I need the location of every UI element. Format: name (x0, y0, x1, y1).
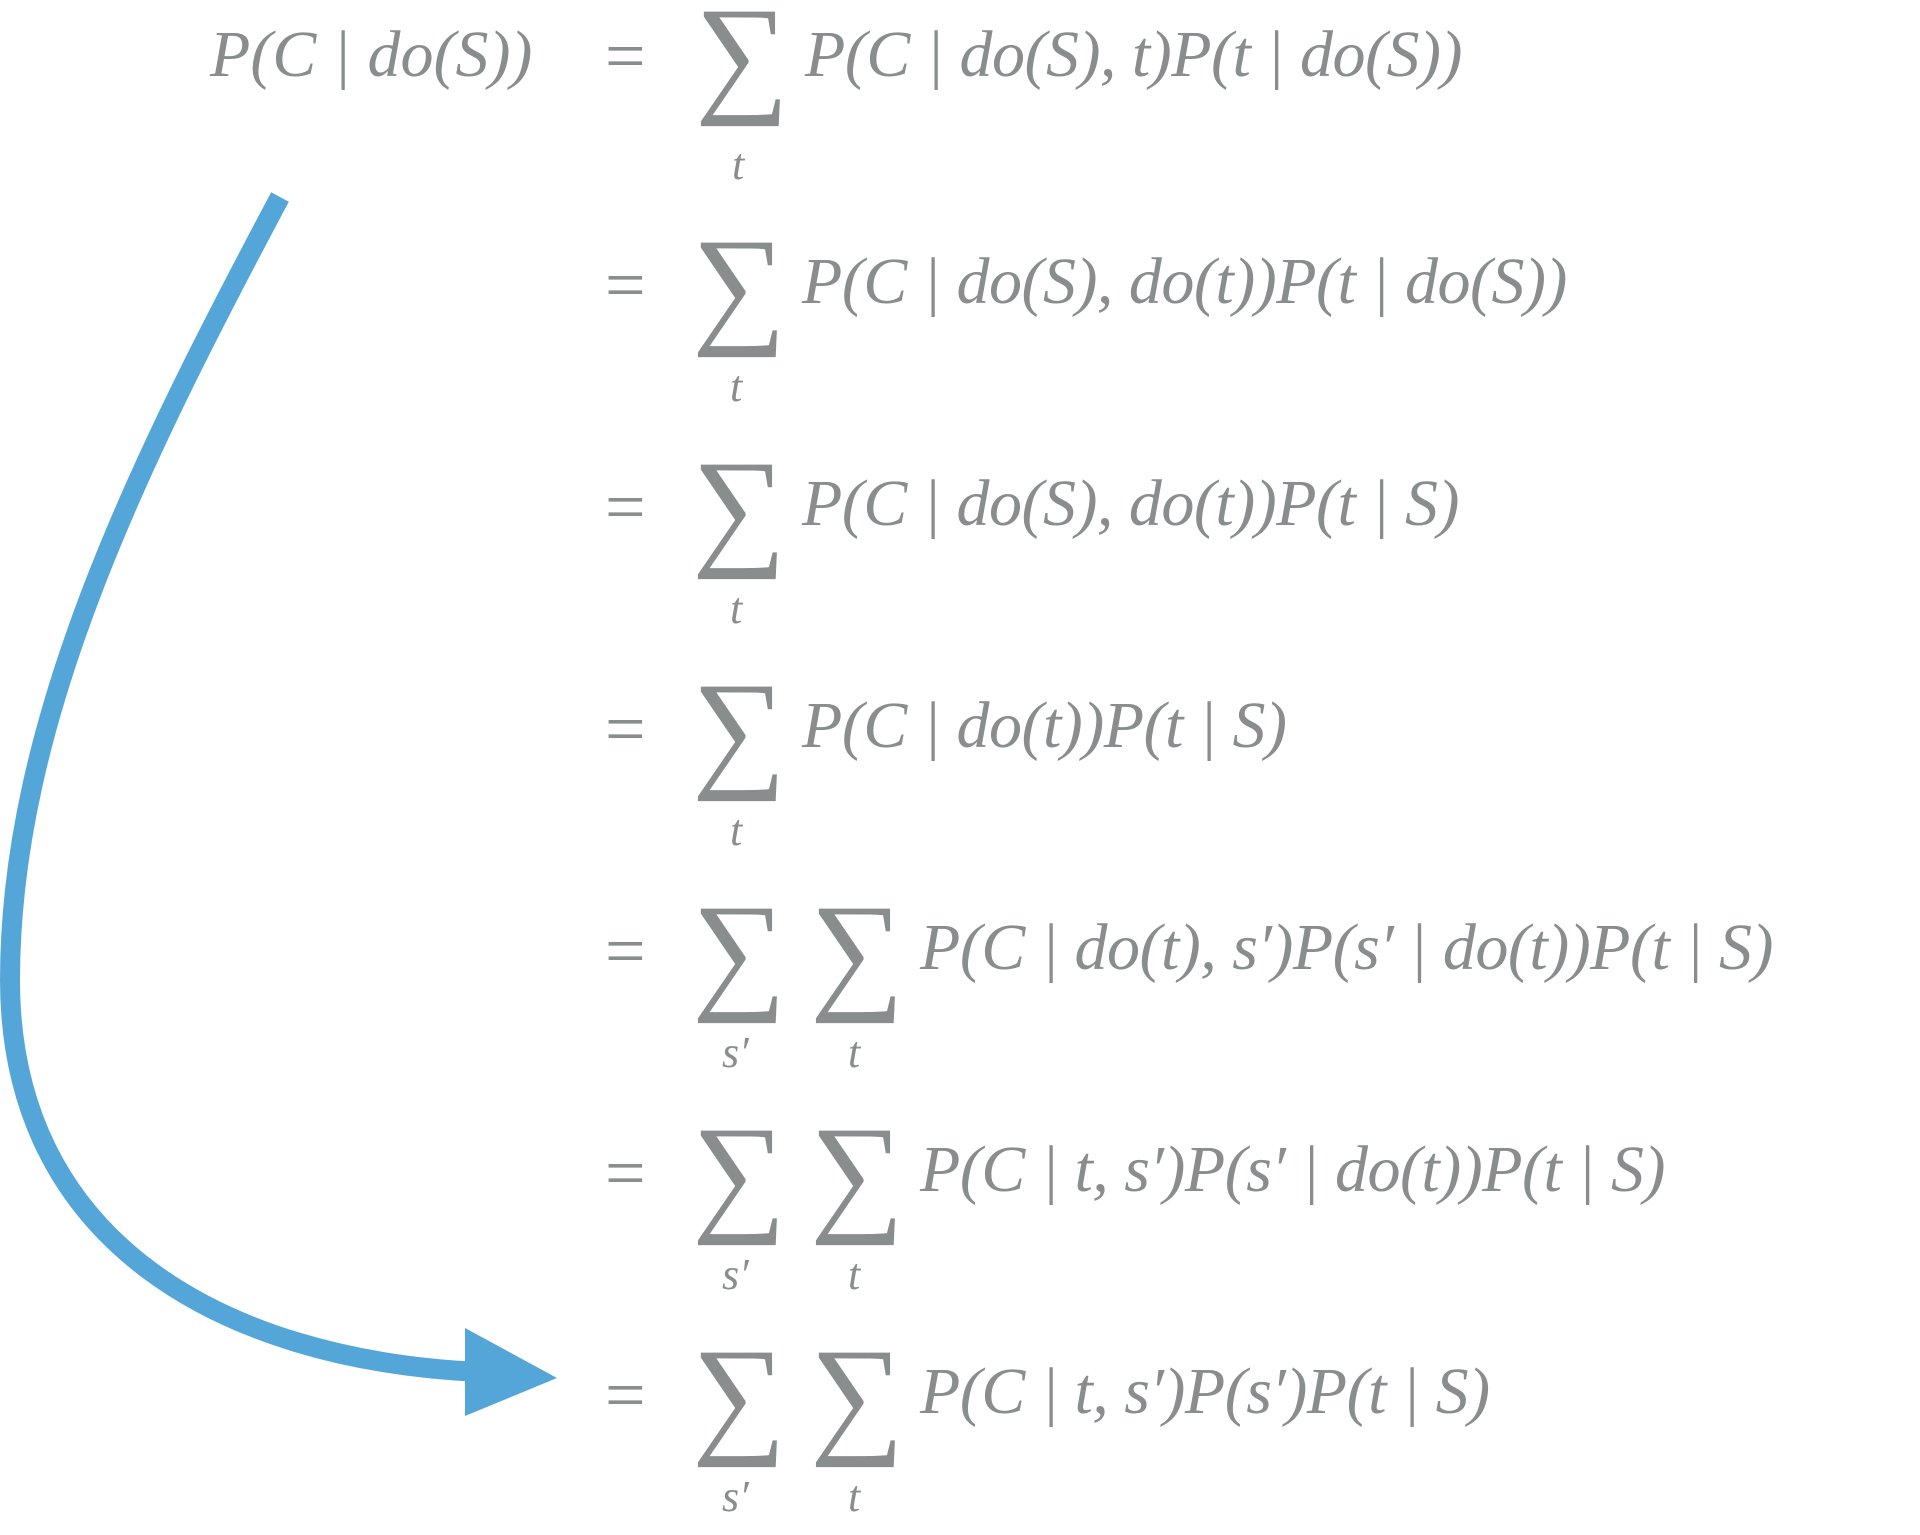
sum-index: t (730, 362, 743, 411)
sum-index: t (730, 584, 743, 633)
equals-sign: = (605, 16, 646, 96)
sum-symbol-outer: ∑ (692, 1321, 787, 1468)
sum-symbol-outer: ∑ (692, 877, 787, 1024)
sum-index-outer: s′ (722, 1028, 749, 1077)
line-expression: P(C | do(t))P(t | S) (802, 689, 1287, 762)
line-expression: P(C | do(S), do(t))P(t | S) (802, 467, 1459, 540)
equals-sign: = (605, 467, 646, 547)
sum-index: t (730, 806, 743, 855)
equals-sign: = (605, 689, 646, 769)
sum-symbol-inner: ∑ (810, 877, 905, 1024)
line-expression: P(C | do(t), s′)P(s′ | do(t))P(t | S) (920, 911, 1773, 984)
sum-index-inner: t (848, 1028, 861, 1077)
equation-line-3: = ∑ t P(C | do(S), do(t))P(t | S) (0, 441, 1920, 647)
sum-index-outer: s′ (722, 1250, 749, 1299)
sum-symbol: ∑ (695, 0, 790, 127)
line-expression: P(C | do(S), do(t))P(t | do(S)) (802, 245, 1567, 318)
sum-index-outer: s′ (722, 1472, 749, 1521)
line-expression: P(C | t, s′)P(s′)P(t | S) (920, 1355, 1490, 1428)
equation-line-5: = ∑ s′ ∑ t P(C | do(t), s′)P(s′ | do(t))… (0, 885, 1920, 1091)
equals-sign: = (605, 1133, 646, 1213)
equation-line-6: = ∑ s′ ∑ t P(C | t, s′)P(s′ | do(t))P(t … (0, 1107, 1920, 1313)
lhs-expression: P(C | do(S)) (210, 18, 533, 91)
sum-index-inner: t (848, 1250, 861, 1299)
equation-line-2: = ∑ t P(C | do(S), do(t))P(t | do(S)) (0, 219, 1920, 425)
equation-line-4: = ∑ t P(C | do(t))P(t | S) (0, 663, 1920, 869)
sum-index: t (732, 140, 745, 189)
sum-symbol: ∑ (692, 655, 787, 802)
sum-symbol-inner: ∑ (810, 1099, 905, 1246)
sum-symbol: ∑ (692, 211, 787, 358)
equation-line-7-final: = ∑ s′ ∑ t P(C | t, s′)P(s′)P(t | S) (0, 1329, 1920, 1535)
sum-symbol-inner: ∑ (810, 1321, 905, 1468)
line-expression: P(C | do(S), t)P(t | do(S)) (805, 18, 1462, 91)
line-expression: P(C | t, s′)P(s′ | do(t))P(t | S) (920, 1133, 1665, 1206)
equals-sign: = (605, 245, 646, 325)
sum-symbol: ∑ (692, 433, 787, 580)
equals-sign: = (605, 1355, 646, 1435)
sum-index-inner: t (848, 1472, 861, 1521)
sum-symbol-outer: ∑ (692, 1099, 787, 1246)
equals-sign: = (605, 911, 646, 991)
equation-line-1: P(C | do(S)) = ∑ t P(C | do(S), t)P(t | … (0, 0, 1920, 200)
